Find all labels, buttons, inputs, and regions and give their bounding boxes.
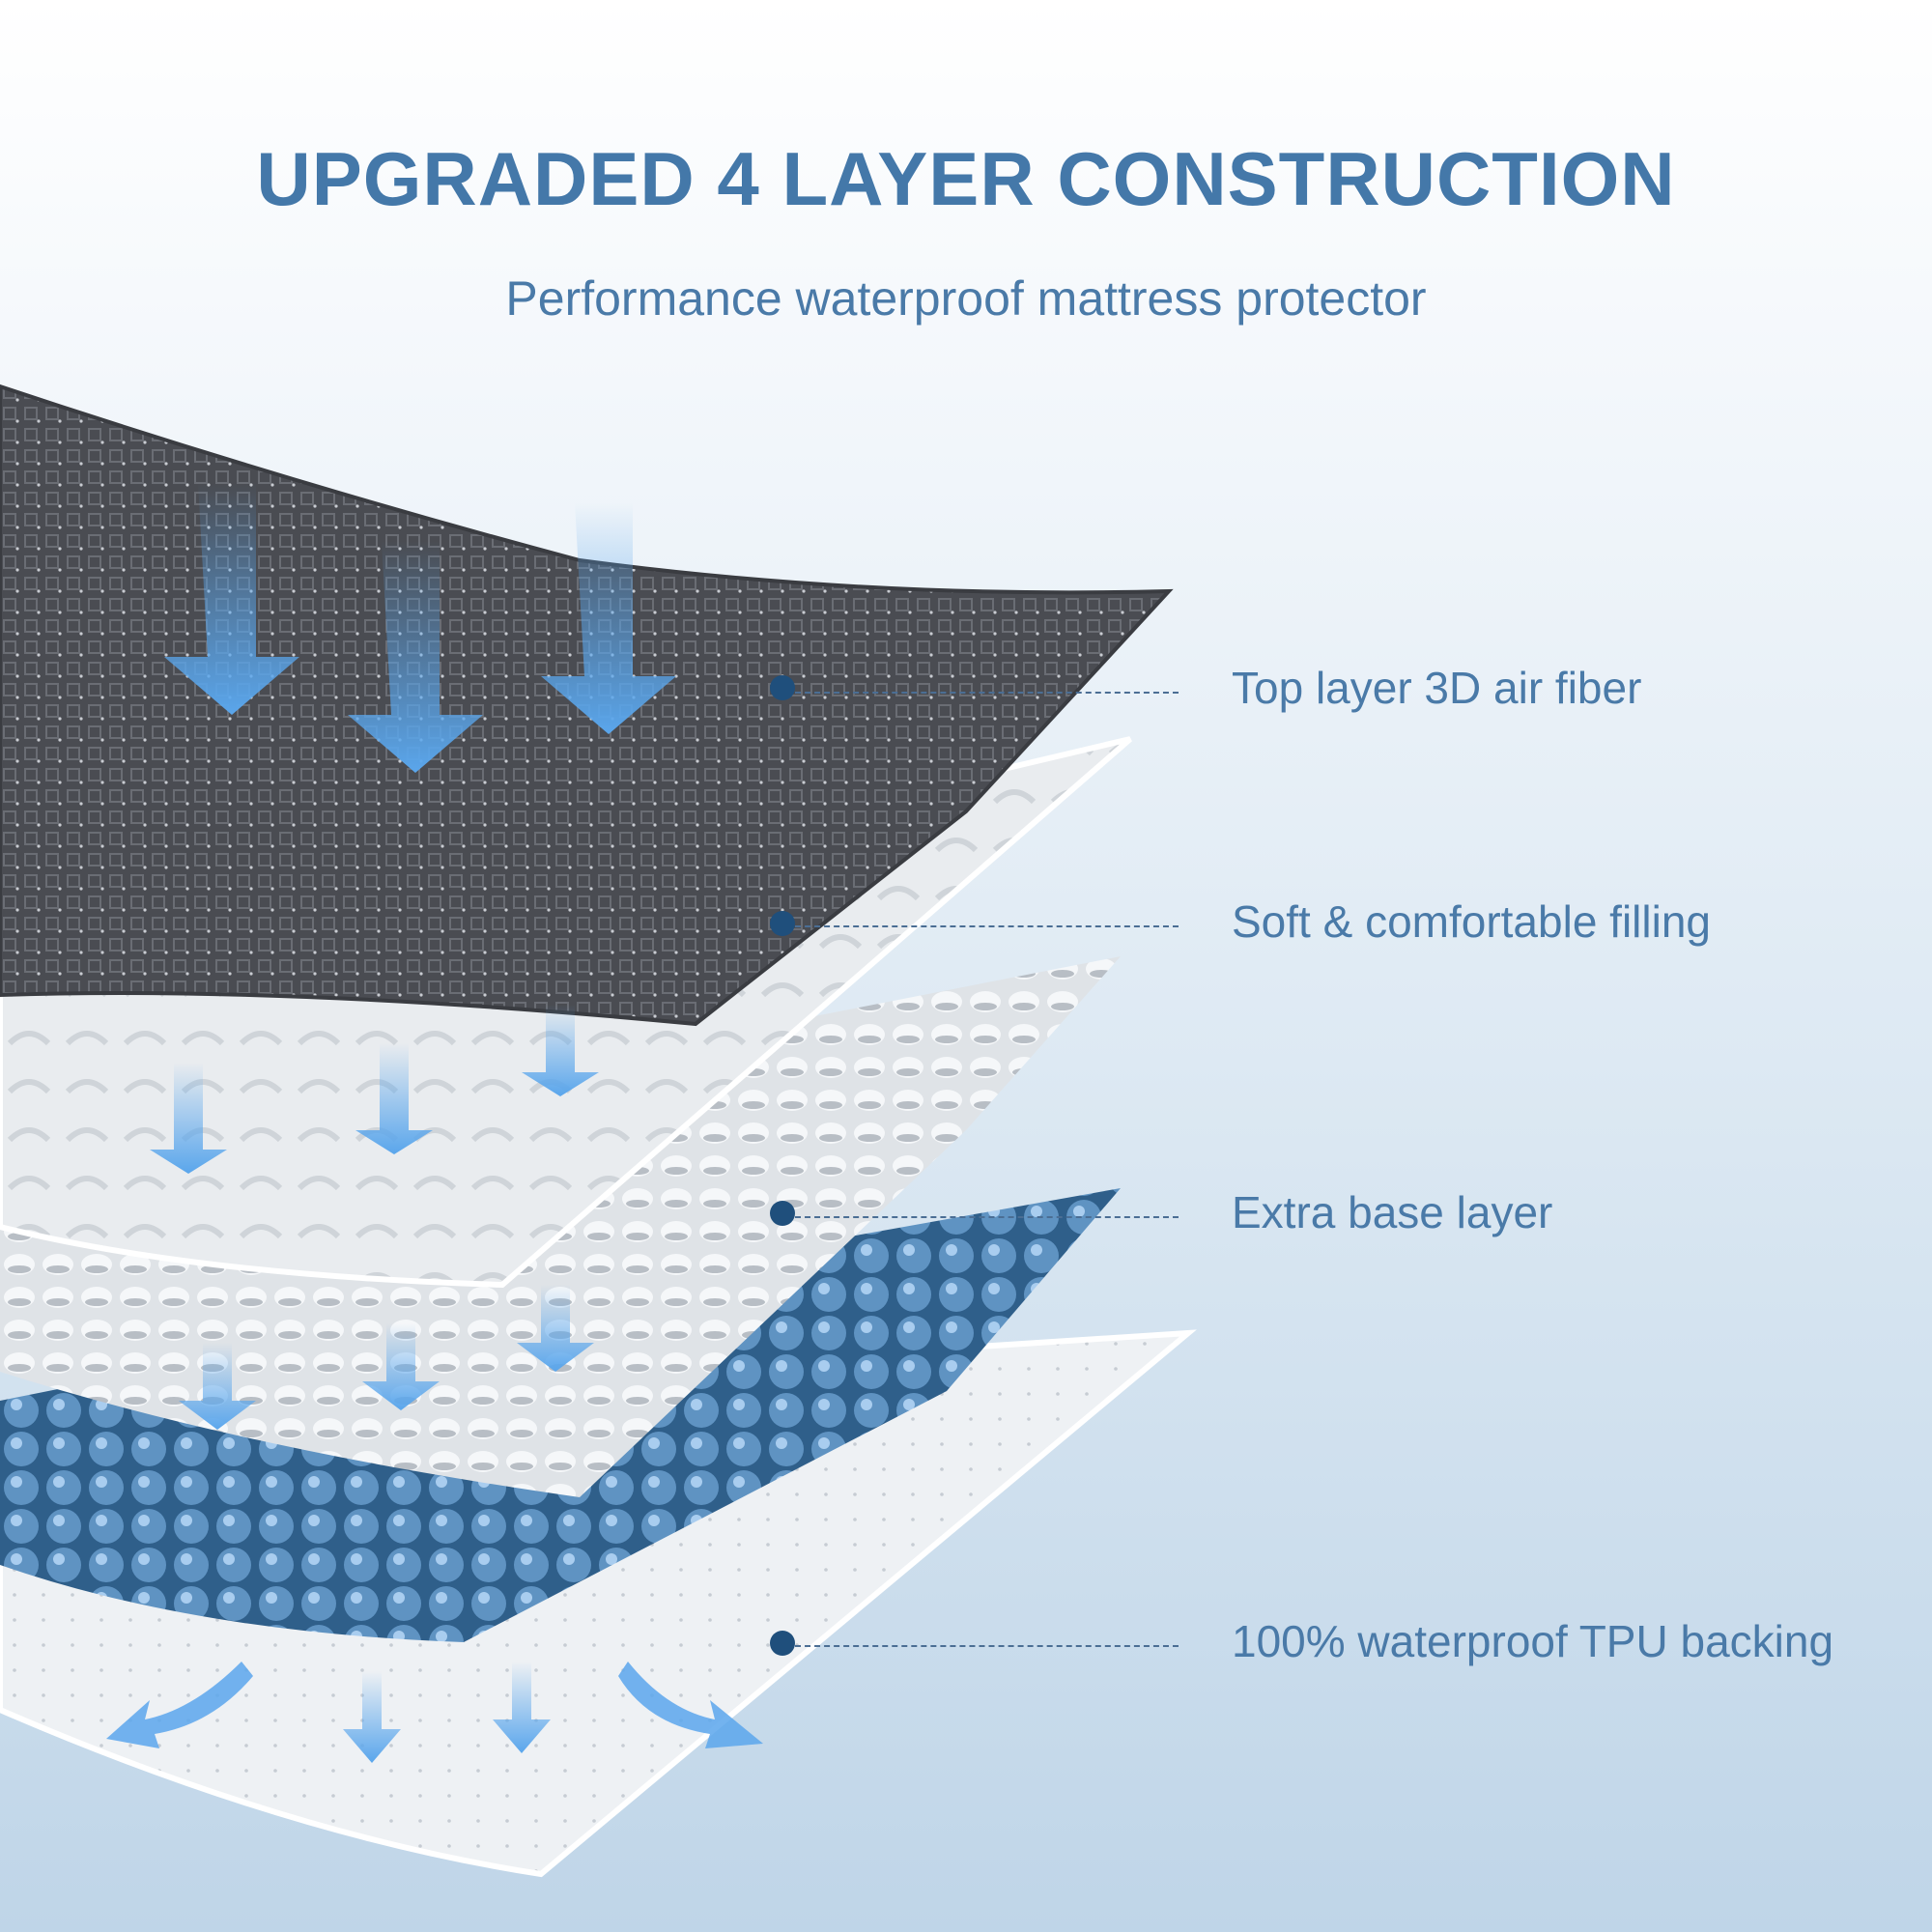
arrow-down-icon <box>541 502 676 734</box>
leader-line <box>795 1216 1179 1218</box>
arrow-down-icon <box>517 1285 594 1372</box>
dot-marker-icon <box>770 911 795 936</box>
arrow-right-icon <box>618 1662 763 1748</box>
arrow-down-icon <box>179 1343 256 1430</box>
spread-arrows <box>106 1662 763 1748</box>
arrow-down-icon <box>343 1671 401 1763</box>
dot-marker-icon <box>770 675 795 700</box>
arrow-down-icon <box>348 541 483 773</box>
arrow-down-icon <box>164 483 299 715</box>
arrow-down-icon <box>355 1043 433 1154</box>
leader-line <box>795 925 1179 927</box>
page-title: UPGRADED 4 LAYER CONSTRUCTION <box>256 136 1676 221</box>
arrow-left-icon <box>106 1662 253 1748</box>
dot-marker-icon <box>770 1201 795 1226</box>
arrow-down-icon <box>150 1063 227 1174</box>
arrow-down-icon <box>493 1662 551 1753</box>
layer-label: Top layer 3D air fiber <box>1232 663 1642 713</box>
leader-line <box>795 1645 1179 1647</box>
arrow-down-icon <box>522 1005 599 1096</box>
leader-line <box>795 692 1179 694</box>
arrow-down-icon <box>362 1323 440 1410</box>
airflow-arrows <box>150 483 676 1763</box>
layer-label: Extra base layer <box>1232 1187 1553 1237</box>
layer-label: Soft & comfortable filling <box>1232 896 1712 947</box>
dot-marker-icon <box>770 1631 795 1656</box>
layer-label: 100% waterproof TPU backing <box>1232 1616 1834 1666</box>
page-subtitle: Performance waterproof mattress protecto… <box>505 271 1427 326</box>
